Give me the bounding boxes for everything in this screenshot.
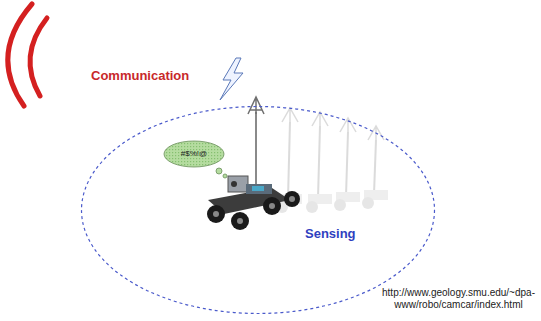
sensing-range: #$%!@ Sensing [80,105,436,315]
ghost-robots [334,199,346,211]
robot-car [255,112,257,192]
thought-bubble: #$%!@ [163,140,225,168]
communication-label: Communication [90,69,190,84]
robot-car [231,212,249,230]
ghost-robots [306,201,318,213]
robot-car [246,184,272,194]
robot-car [207,205,225,223]
ghost-robots [374,140,376,194]
ghost-robots [288,122,290,198]
ghost-robots [318,126,320,198]
robot-car [207,97,300,230]
robot-car [263,197,281,215]
robot-car [284,191,300,207]
lightning-bolt [220,58,243,100]
robot-car [213,211,219,217]
bubble-trail [223,174,227,178]
lightning-bolt [220,58,243,100]
signal-arcs [8,4,47,106]
node-text: #$%!@ [181,149,207,158]
signal-arcs [30,18,47,96]
robot-car [289,196,295,202]
robot-car [269,203,275,209]
ghost-robots [346,132,348,196]
ghost-robots [340,118,356,132]
source-url: http://www.geology.smu.edu/~dpa- www/rob… [380,287,537,311]
robot-car [252,186,264,191]
range-ellipse [82,107,435,314]
robot-car [237,218,243,224]
node-text: Sensing [305,227,356,242]
ghost-robots [362,197,374,209]
range-outline [80,105,436,315]
robot-car [231,181,237,187]
bubble-shape [164,141,224,167]
ghost-robots [282,108,298,122]
bubble-trail [216,168,227,178]
bubble-trail [216,168,222,174]
ghost-robots [276,108,388,213]
robot-car [228,176,248,192]
robot-car [248,97,264,114]
